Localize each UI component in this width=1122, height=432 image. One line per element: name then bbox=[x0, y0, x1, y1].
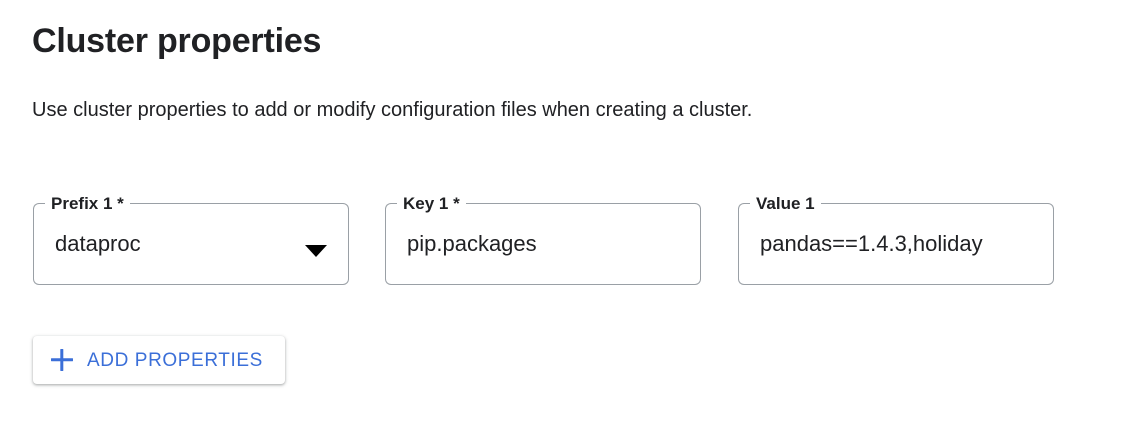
plus-icon bbox=[51, 349, 73, 371]
page-subtitle: Use cluster properties to add or modify … bbox=[32, 99, 753, 121]
value-1-label: Value 1 bbox=[754, 194, 817, 213]
add-properties-button[interactable]: ADD PROPERTIES bbox=[33, 336, 285, 384]
cluster-properties-row: Prefix 1 * dataproc Key 1 * pip.packages… bbox=[0, 195, 1122, 292]
prefix-1-select[interactable]: Prefix 1 * dataproc bbox=[33, 195, 349, 285]
outline-leading bbox=[738, 203, 750, 285]
add-properties-label: ADD PROPERTIES bbox=[87, 349, 263, 371]
chevron-down-icon[interactable] bbox=[305, 245, 327, 257]
value-1-value[interactable]: pandas==1.4.3,holiday bbox=[760, 231, 983, 256]
key-1-label: Key 1 * bbox=[401, 194, 462, 213]
prefix-1-value[interactable]: dataproc bbox=[55, 231, 141, 256]
value-1-input[interactable]: Value 1 pandas==1.4.3,holiday bbox=[738, 195, 1054, 285]
key-1-value[interactable]: pip.packages bbox=[407, 231, 537, 256]
key-1-input[interactable]: Key 1 * pip.packages bbox=[385, 195, 701, 285]
prefix-1-label: Prefix 1 * bbox=[49, 194, 126, 213]
outline-leading bbox=[33, 203, 45, 285]
outline-leading bbox=[385, 203, 397, 285]
page-title: Cluster properties bbox=[32, 22, 322, 60]
